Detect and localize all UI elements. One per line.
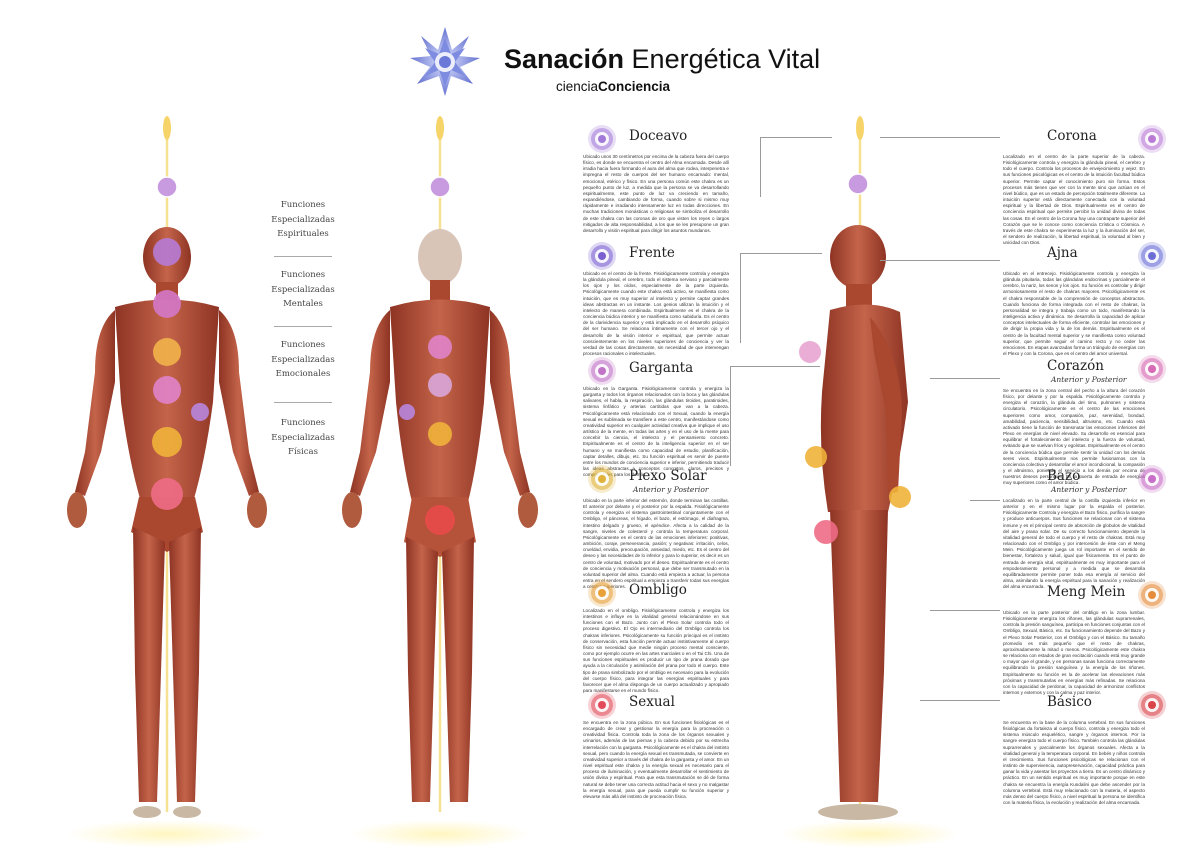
divider	[274, 326, 332, 327]
chakra-mandala-icon	[588, 465, 616, 493]
connector-line	[930, 378, 1000, 379]
chakra-description: Localizado en la parte central de la cos…	[1003, 498, 1145, 590]
chakra-description: Ubicado en la parte posterior del omblig…	[1003, 610, 1145, 696]
chakra-heading: Plexo Solar	[629, 468, 707, 484]
chakra-heading: Bazo	[1047, 468, 1081, 484]
chakra-mandala-icon	[1138, 355, 1166, 383]
function-group-spiritual: Funciones Especializadas Espirituales	[271, 200, 335, 239]
chakra-heading: Básico	[1047, 694, 1092, 710]
divider	[274, 402, 332, 403]
chakra-subtitle: Anterior y Posterior	[1051, 485, 1127, 494]
chakra-mandala-icon	[588, 125, 616, 153]
chakra-subtitle: Anterior y Posterior	[633, 485, 709, 494]
chakra-description: Se encuentra en la base de la columna ve…	[1003, 720, 1145, 806]
chakra-heading: Corazón	[1047, 358, 1104, 374]
function-group-emotional: Funciones Especializadas Emocionales	[271, 340, 335, 379]
chakra-mandala-icon	[588, 357, 616, 385]
chakra-mandala-icon	[1138, 125, 1166, 153]
chakra-description: Ubicado en el centro de la frente. Fisio…	[583, 271, 729, 357]
chakra-heading: Frente	[629, 245, 675, 261]
connector-line	[920, 700, 1000, 701]
chakra-description: Localizado en el ombligo. Fisiológicamen…	[583, 608, 729, 694]
function-group-mental: Funciones Especializadas Mentales	[271, 270, 335, 309]
connector-line	[730, 366, 820, 367]
chakra-heading: Garganta	[629, 360, 694, 376]
page-subtitle: cienciaConciencia	[556, 79, 671, 94]
connector-line	[970, 500, 1000, 501]
side-body-figure	[780, 116, 960, 848]
chakra-description: Localizado en el centro de la parte supe…	[1003, 154, 1145, 246]
chakra-mandala-icon	[1138, 242, 1166, 270]
chakra-description: Ubicado unos 30 centímetros por encima d…	[583, 154, 729, 233]
chakra-mandala-icon	[588, 691, 616, 719]
function-group-physical: Funciones Especializadas Físicas	[271, 418, 335, 457]
header: Sanación Energética Vital cienciaConcien…	[408, 26, 828, 106]
chakra-description: Ubicado en el entrecejo. Fisiológicament…	[1003, 271, 1145, 357]
connector-line	[740, 253, 741, 343]
chakra-mandala-icon	[1138, 465, 1166, 493]
chakra-description: Ubicado en la parte inferior del esternó…	[583, 498, 729, 590]
chakra-heading: Corona	[1047, 128, 1097, 144]
connector-line	[880, 137, 1000, 138]
chakra-mandala-icon	[1138, 581, 1166, 609]
connector-line	[880, 260, 1000, 261]
chakra-block-básico: Básico Se encuentra en la base de la colu…	[1003, 691, 1166, 850]
chakra-heading: Meng Mein	[1047, 584, 1126, 600]
page-title: Sanación Energética Vital	[504, 44, 821, 74]
chakra-mandala-icon	[588, 242, 616, 270]
front-body-figure	[67, 116, 267, 848]
chakra-block-sexual: Sexual Se encuentra en la zona púbica. En…	[583, 691, 729, 838]
chakra-subtitle: Anterior y Posterior	[1051, 375, 1127, 384]
chakra-heading: Ajna	[1047, 245, 1078, 261]
chakra-description: Se encuentra en la zona central del pech…	[1003, 388, 1145, 486]
lotus-logo-icon	[410, 27, 480, 96]
chakra-mandala-icon	[1138, 691, 1166, 719]
back-body-figure	[342, 116, 538, 848]
chakra-heading: Doceavo	[629, 128, 688, 144]
chakra-heading: Ombligo	[629, 582, 687, 598]
connector-line	[930, 610, 1000, 611]
connector-line	[760, 137, 761, 197]
chakra-description: Ubicado en la Garganta. Fisiológicamente…	[583, 386, 729, 478]
divider	[274, 256, 332, 257]
connector-line	[730, 366, 731, 466]
chakra-mandala-icon	[588, 579, 616, 607]
chakra-heading: Sexual	[629, 694, 675, 710]
connector-line	[740, 253, 822, 254]
chakra-description: Se encuentra en la zona púbica. En sus f…	[583, 720, 729, 799]
connector-line	[760, 137, 832, 138]
